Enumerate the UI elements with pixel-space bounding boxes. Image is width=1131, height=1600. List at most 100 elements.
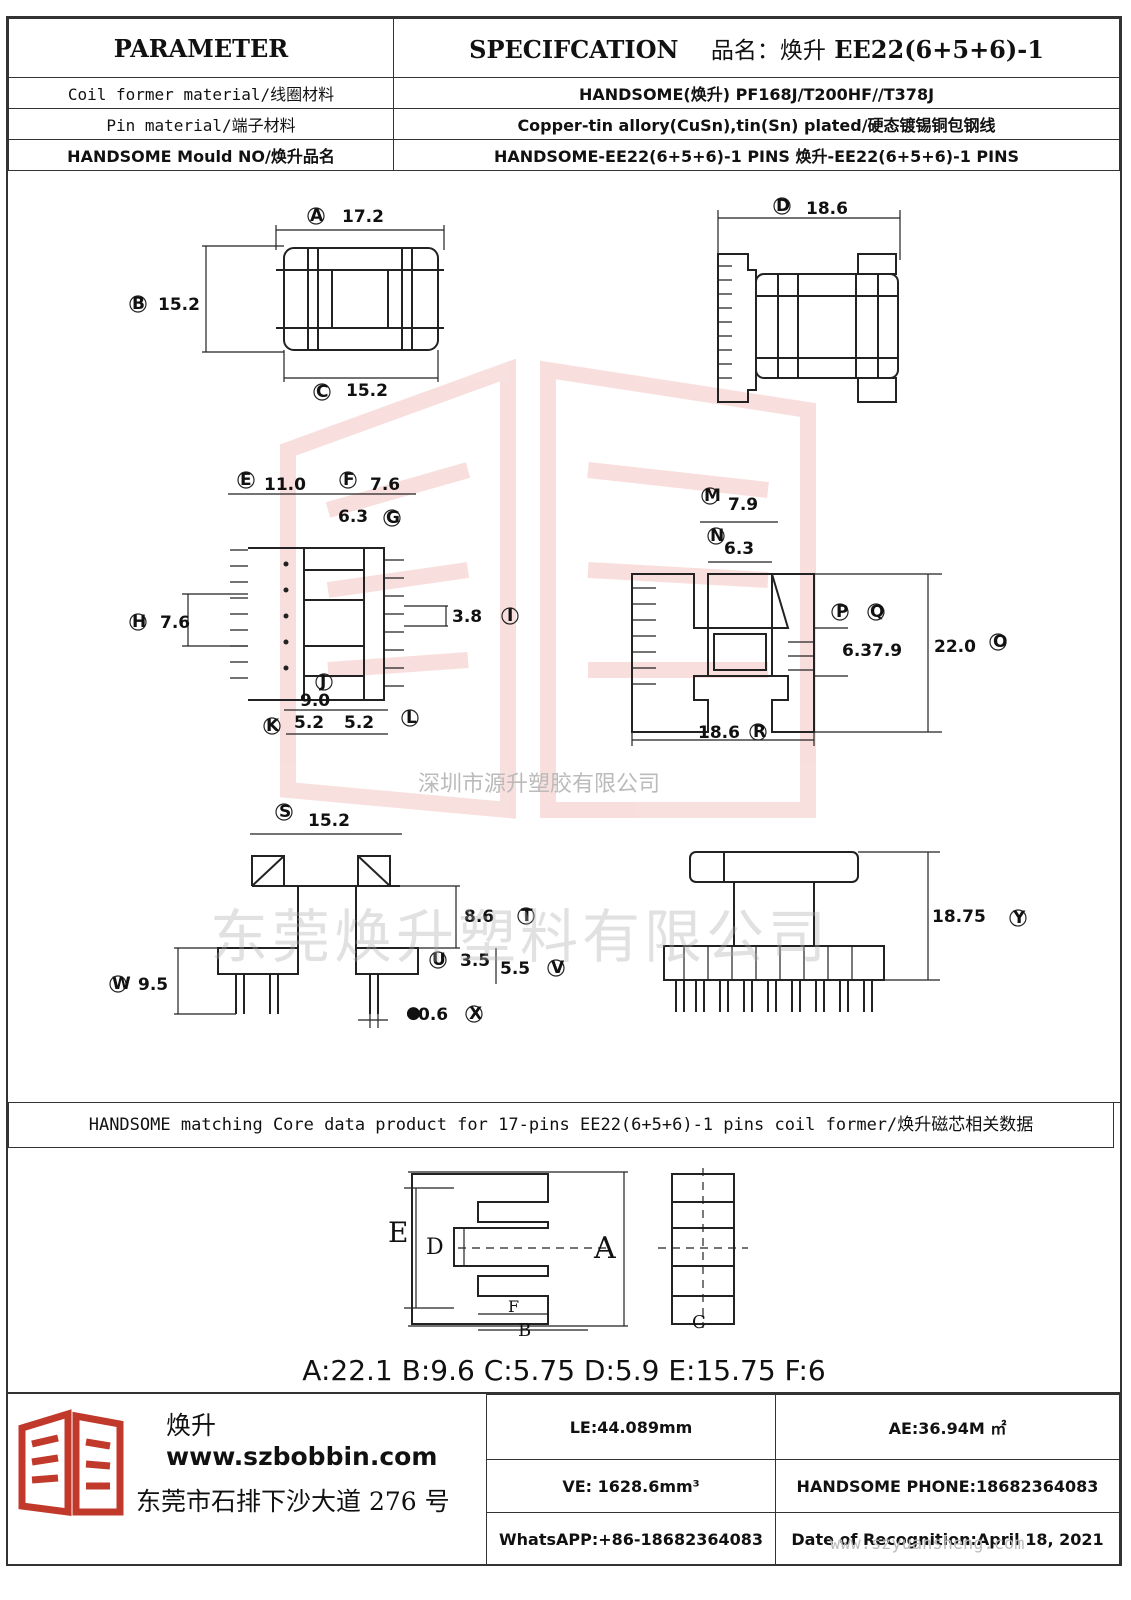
core-label-a: A (593, 1231, 616, 1266)
svg-text:I: I (507, 606, 513, 626)
dim-o: 22.0 (934, 637, 976, 657)
svg-text:V: V (551, 958, 565, 978)
svg-text:W: W (112, 974, 131, 994)
svg-text:M: M (704, 486, 721, 506)
specification-heading: SPECIFCATION 品名：焕升 EE22(6+5+6)-1 (393, 18, 1120, 78)
svg-text:Y: Y (1012, 908, 1026, 928)
dim-l: 5.2 (344, 713, 374, 733)
spec-sheet: PARAMETER SPECIFCATION 品名：焕升 EE22(6+5+6)… (6, 16, 1122, 1566)
dim-e: 11.0 (264, 475, 306, 495)
svg-text:N: N (710, 526, 724, 546)
watermark-company-2: 东莞焕升塑料有限公司 (210, 903, 831, 971)
svg-text:L: L (406, 708, 417, 728)
core-param-table: LE:44.089mm AE:36.94M ㎡ VE: 1628.6mm³ HA… (486, 1393, 1120, 1566)
dim-q: 7.9 (872, 641, 902, 661)
dim-x: 0.6 (418, 1005, 448, 1025)
core-label-e: E (388, 1216, 408, 1249)
core-label-d: D (426, 1235, 444, 1260)
svg-text:B: B (132, 294, 145, 314)
dim-v: 5.5 (500, 959, 530, 979)
company-logo (18, 1409, 124, 1516)
dim-u: 3.5 (460, 951, 490, 971)
dim-h: 7.6 (160, 613, 190, 633)
dim-k: 5.2 (294, 713, 324, 733)
dim-g: 6.3 (338, 507, 368, 527)
specification-label: SPECIFCATION (469, 35, 679, 64)
header-table: PARAMETER SPECIFCATION 品名：焕升 EE22(6+5+6)… (8, 18, 1120, 171)
core-label-f: F (508, 1297, 519, 1316)
svg-text:H: H (132, 612, 146, 632)
watermark-logo (280, 358, 816, 819)
drawing-svg: A 17.2 B 15.2 C 15.2 D (109, 196, 1027, 1028)
dim-r: 18.6 (698, 723, 740, 743)
phone-value: HANDSOME PHONE:18682364083 (775, 1459, 1120, 1513)
svg-text:●: ● (406, 1003, 421, 1023)
mould-no-value: HANDSOME-EE22(6+5+6)-1 PINS 焕升-EE22(6+5+… (393, 139, 1120, 171)
svg-text:D: D (776, 196, 790, 216)
brand-block: 焕升 www.szbobbin.com 东莞市石排下沙大道 276 号 (8, 1394, 487, 1566)
coil-material-value: HANDSOME(焕升) PF168J/T200HF//T378J (393, 77, 1120, 109)
dim-i: 3.8 (452, 607, 482, 627)
core-label-c: C (692, 1312, 706, 1333)
svg-text:T: T (521, 906, 533, 926)
svg-text:R: R (753, 722, 766, 742)
dim-d: 18.6 (806, 199, 848, 219)
end-view: S 15.2 8.6 T U 3.5 5.5 V (109, 802, 565, 1028)
pin-material-label: Pin material/端子材料 (8, 108, 394, 140)
pin-material-value: Copper-tin allory(CuSn),tin(Sn) plated/硬… (393, 108, 1120, 140)
dim-m: 7.9 (728, 495, 758, 515)
dim-t: 8.6 (464, 907, 494, 927)
svg-text:K: K (266, 716, 280, 736)
dim-s: 15.2 (308, 811, 350, 831)
brand-cn: 焕升 (166, 1411, 217, 1440)
bottom-view: E 11.0 F 7.6 6.3 G H 7.6 (129, 470, 519, 736)
date-value: Date of Recognition:April 18, 2021 (775, 1512, 1120, 1566)
svg-text:X: X (469, 1004, 482, 1024)
dim-a: 17.2 (342, 207, 384, 227)
side-view: D 18.6 (717, 196, 901, 403)
parameter-heading: PARAMETER (8, 18, 394, 78)
dim-b: 15.2 (158, 295, 200, 315)
dim-n: 6.3 (724, 539, 754, 559)
core-drawing: E D A F B C (388, 1168, 748, 1338)
dim-p: 6.3 (842, 641, 872, 661)
svg-text:F: F (343, 470, 355, 490)
core-label-b: B (518, 1320, 531, 1338)
mould-no-label: HANDSOME Mould NO/焕升品名 (8, 139, 394, 171)
svg-text:A: A (310, 206, 324, 226)
core-values: A:22.1 B:9.6 C:5.75 D:5.9 E:15.75 F:6 (302, 1354, 826, 1387)
technical-drawing: A 17.2 B 15.2 C 15.2 D (8, 170, 1120, 1103)
core-side-shape: C (658, 1168, 748, 1333)
address: 东莞市石排下沙大道 276 号 (136, 1487, 450, 1516)
top-view: A 17.2 B 15.2 C 15.2 (129, 206, 445, 402)
side-elevation-view: 18.75 Y (663, 851, 1027, 1012)
svg-text:U: U (432, 950, 446, 970)
product-code: EE22(6+5+6)-1 (834, 35, 1044, 64)
dim-c: 15.2 (346, 381, 388, 401)
watermark-site: www.szyuansheng.com (830, 1534, 1025, 1554)
watermark-company-1: 深圳市源升塑胶有限公司 (418, 772, 661, 797)
svg-text:P: P (836, 602, 848, 622)
svg-text:G: G (386, 508, 400, 528)
svg-text:J: J (319, 672, 326, 692)
ve-value: VE: 1628.6mm³ (486, 1459, 776, 1513)
dim-w: 9.5 (138, 975, 168, 995)
footer: 焕升 www.szbobbin.com 东莞市石排下沙大道 276 号 LE:4… (8, 1392, 1120, 1568)
coil-material-label: Coil former material/线圈材料 (8, 77, 394, 109)
svg-text:E: E (240, 470, 252, 490)
core-heading: HANDSOME matching Core data product for … (8, 1102, 1114, 1148)
svg-text:C: C (316, 382, 328, 402)
brand-name: 焕升 www.szbobbin.com (166, 1406, 486, 1471)
dim-j: 9.0 (300, 691, 330, 711)
front-view: M 7.9 N 6.3 P Q 6.3 7.9 22.0 (631, 486, 1007, 746)
le-value: LE:44.089mm (486, 1393, 776, 1461)
svg-text:Q: Q (870, 602, 884, 622)
product-name-cn: 品名：焕升 (710, 38, 826, 64)
website-link[interactable]: www.szbobbin.com (166, 1442, 438, 1471)
svg-text:S: S (279, 802, 291, 822)
svg-text:O: O (993, 632, 1007, 652)
ae-value: AE:36.94M ㎡ (775, 1393, 1120, 1461)
whatsapp-value: WhatsAPP:+86-18682364083 (486, 1512, 776, 1566)
core-e-shape: E D A F B (388, 1171, 628, 1338)
dim-y: 18.75 (932, 907, 986, 927)
